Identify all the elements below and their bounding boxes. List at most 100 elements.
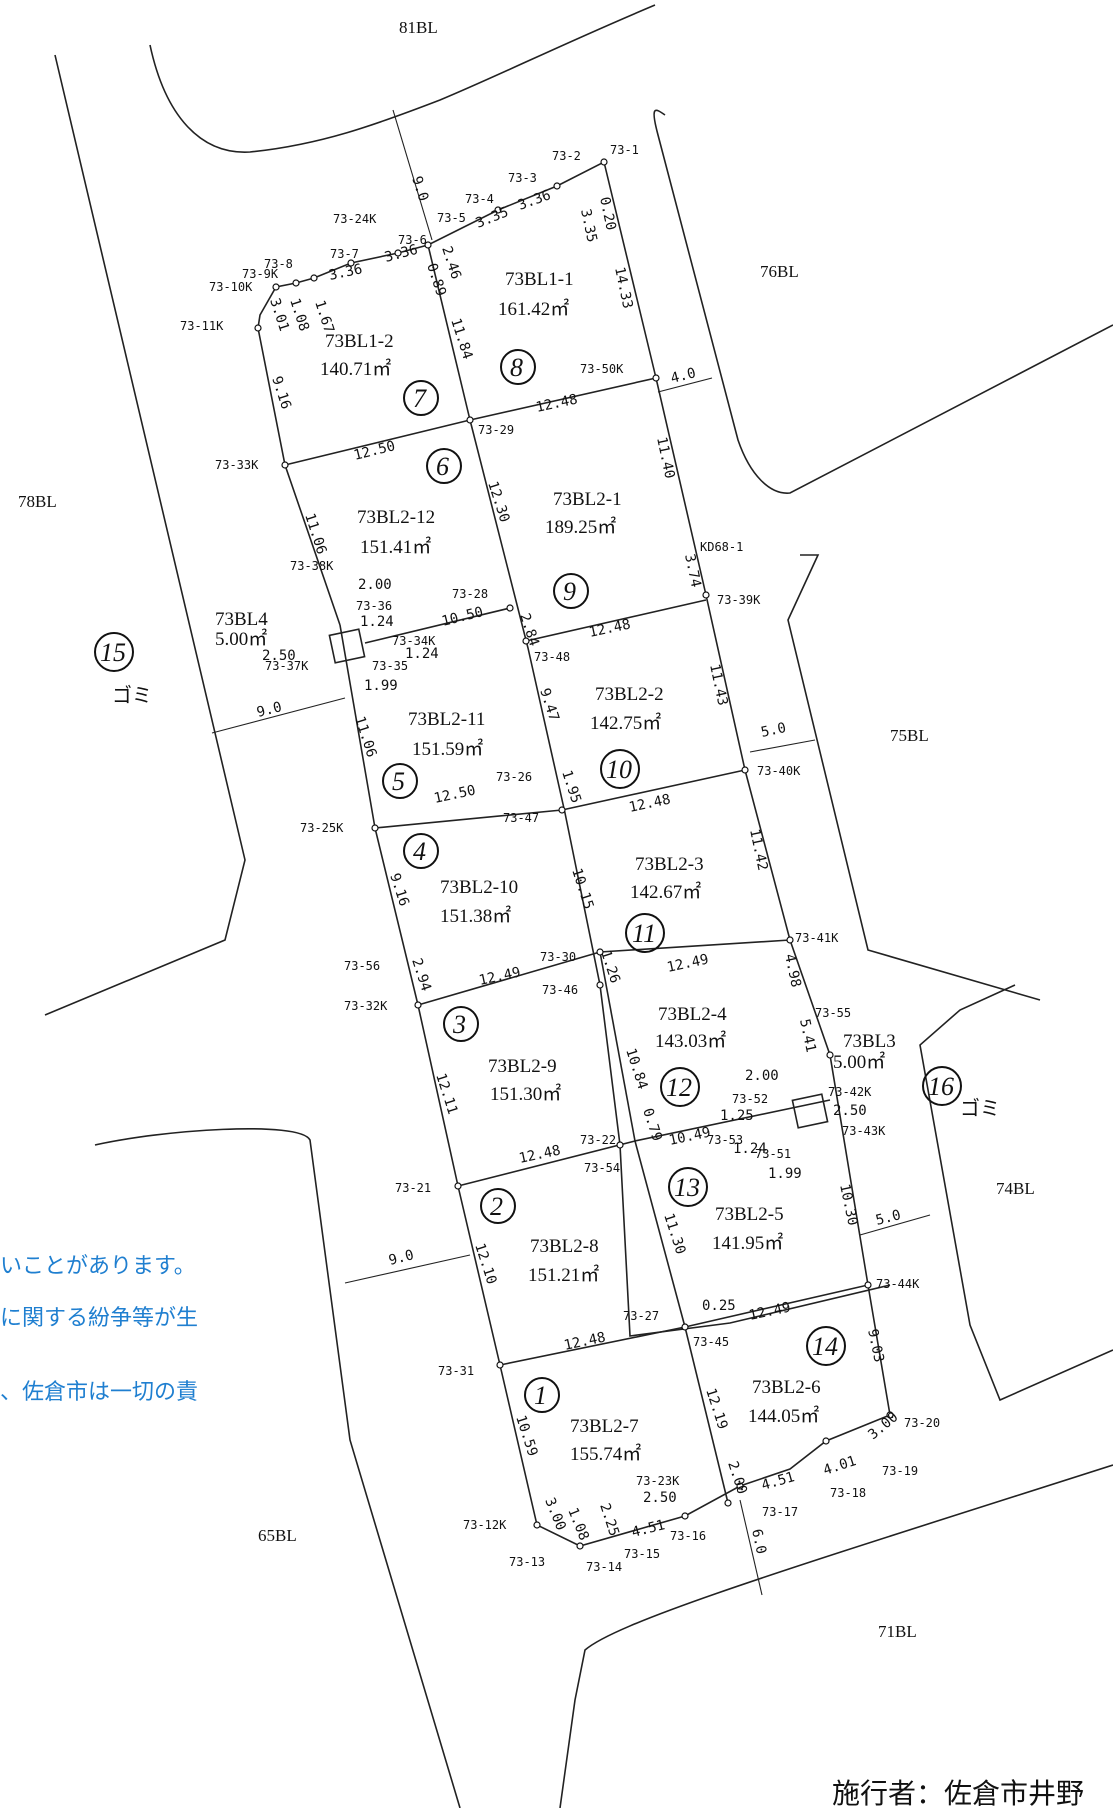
dimension-label: 12.48 <box>588 616 633 640</box>
circled-number: 15 <box>100 638 126 667</box>
lot-id: 73BL1-1 <box>505 269 574 290</box>
point-label: 73-35 <box>372 659 408 673</box>
lot-area: 5.00㎡ <box>833 1050 885 1073</box>
lot-id: 73BL2-3 <box>635 854 704 875</box>
lot-id: 73BL4 <box>215 609 268 630</box>
point-label: 73-13 <box>509 1555 545 1569</box>
dimension-label: 4.0 <box>669 365 697 387</box>
point-label: 73-12K <box>463 1518 507 1532</box>
circled-number: 2 <box>490 1192 503 1221</box>
dimension-label: 12.10 <box>471 1241 499 1286</box>
dimension-label: 10.30 <box>836 1183 860 1228</box>
lot-area: 189.25㎡ <box>545 515 616 538</box>
point-label: 73-44K <box>876 1277 920 1291</box>
block-78bl-label: 78BL <box>18 492 57 511</box>
lot-id: 73BL2-5 <box>715 1204 784 1225</box>
point-label: 73-25K <box>300 821 344 835</box>
lot-area: 142.75㎡ <box>590 711 661 734</box>
point-label: 73-52 <box>732 1092 768 1106</box>
lot-area: 151.30㎡ <box>490 1082 561 1105</box>
point-label: 73-30 <box>540 950 576 964</box>
point-label: 73-14 <box>586 1560 622 1574</box>
dimension-label: 3.36 <box>516 187 553 214</box>
dimension-label: 9.16 <box>268 374 294 411</box>
point-label: 73-38K <box>290 559 334 573</box>
dimension-label: 12.48 <box>535 391 580 415</box>
circled-number: 7 <box>413 384 427 413</box>
dimension-label: 3.36 <box>328 261 364 284</box>
dimension-label: 2.50 <box>833 1103 867 1119</box>
dimension-label: 12.48 <box>518 1142 563 1166</box>
point-label: 73-56 <box>344 959 380 973</box>
dimension-label: 2.50 <box>643 1490 677 1506</box>
lot-id: 73BL2-4 <box>658 1004 727 1025</box>
circled-number: 11 <box>632 919 656 948</box>
dimension-label: 0.25 <box>702 1298 736 1314</box>
dimension-label: 10.49 <box>668 1124 713 1148</box>
dimension-label: 12.48 <box>628 791 673 815</box>
point-label: 73-6 <box>398 233 427 247</box>
block-71bl-label: 71BL <box>878 1622 917 1641</box>
lot-id: 73BL3 <box>843 1031 896 1052</box>
point-label: 73-36 <box>356 599 392 613</box>
dimension-label: 11.84 <box>447 316 475 361</box>
block-76bl-label: 76BL <box>760 262 799 281</box>
dimension-label: 10.15 <box>568 866 596 911</box>
dimension-label: 1.26 <box>597 948 623 985</box>
point-label: 73-50K <box>580 362 624 376</box>
dimension-label: 5.0 <box>874 1207 902 1229</box>
dimension-label: 11.43 <box>706 663 730 708</box>
garbage-station-label: ゴミ <box>112 683 152 707</box>
point-label: 73-9K <box>242 267 279 281</box>
point-label: 73-22 <box>580 1133 616 1147</box>
dimension-label: 10.84 <box>622 1046 650 1091</box>
dimension-label: 3.74 <box>681 553 704 589</box>
dimension-label: 2.84 <box>516 611 542 648</box>
point-label: 73-19 <box>882 1464 918 1478</box>
point-label: 73-42K <box>828 1085 872 1099</box>
circled-number: 8 <box>510 353 523 382</box>
lot-area: 141.95㎡ <box>712 1231 783 1254</box>
point-label: 73-53 <box>707 1133 743 1147</box>
dimension-label: 10.50 <box>440 604 485 630</box>
dimension-label: 2.00 <box>358 577 392 593</box>
lot-area: 5.00㎡ <box>215 627 267 650</box>
dimension-label: 0.79 <box>639 1106 665 1143</box>
dimension-label: 3.00 <box>865 1409 901 1443</box>
dimension-label: 2.00 <box>745 1068 779 1084</box>
point-label: 73-28 <box>452 587 488 601</box>
lot-id: 73BL2-11 <box>408 709 485 730</box>
dimensions: 9.0 0.20 3.35 14.33 3.36 3.35 3.36 3.36 … <box>255 174 902 1555</box>
dimension-label: 12.49 <box>748 1299 793 1323</box>
dimension-label: 3.35 <box>474 204 511 231</box>
dimension-label: 6.0 <box>748 1528 769 1556</box>
dimension-label: 9.03 <box>864 1328 887 1364</box>
circled-number: 5 <box>392 767 405 796</box>
dimension-label: 12.11 <box>432 1071 460 1116</box>
dimension-label: 4.51 <box>630 1517 667 1541</box>
dimension-label: 1.24 <box>733 1141 767 1157</box>
dimension-label: 9.0 <box>408 174 431 203</box>
dimension-label: 1.24 <box>405 646 439 662</box>
point-label: 73-24K <box>333 212 377 226</box>
dimension-label: 4.51 <box>760 1469 797 1494</box>
lot-area: 144.05㎡ <box>748 1404 819 1427</box>
circled-number: 6 <box>436 452 449 481</box>
circled-number: 16 <box>928 1072 954 1101</box>
point-label: 73-8 <box>264 257 293 271</box>
circled-number: 12 <box>666 1073 692 1102</box>
lot-id: 73BL2-7 <box>570 1416 639 1437</box>
point-label: 73-16 <box>670 1529 706 1543</box>
point-label: 73-31 <box>438 1364 474 1378</box>
point-label: 73-17 <box>762 1505 798 1519</box>
point-label: 73-23K <box>636 1474 680 1488</box>
dimension-label: 2.94 <box>408 956 434 993</box>
circled-number: 9 <box>563 577 576 606</box>
point-label: 73-46 <box>542 983 578 997</box>
lot-id: 73BL1-2 <box>325 331 394 352</box>
block-81bl-label: 81BL <box>399 18 438 37</box>
dimension-label: 11.40 <box>653 436 677 481</box>
lot-id: 73BL2-2 <box>595 684 664 705</box>
point-label: 73-3 <box>508 171 537 185</box>
point-label: 73-37K <box>265 659 309 673</box>
